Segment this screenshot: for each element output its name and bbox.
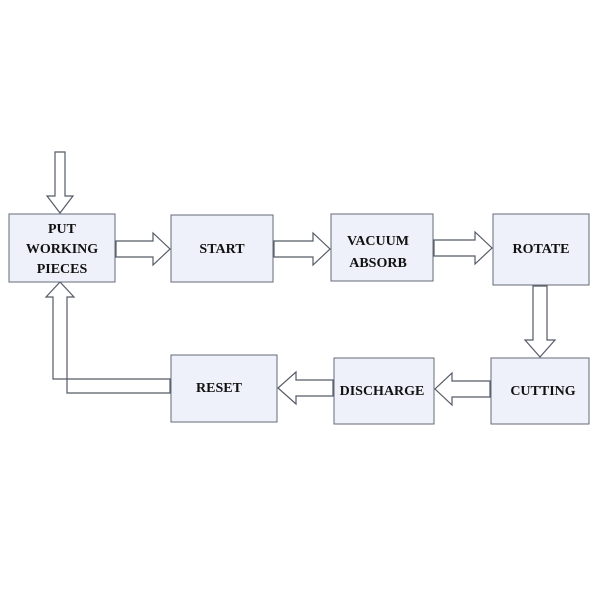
step-put-working-pieces: PUT WORKING PIECES bbox=[8, 213, 116, 283]
step-rotate: ROTATE bbox=[492, 213, 590, 286]
step-start: START bbox=[170, 214, 274, 283]
arrow-rotate-to-cutting bbox=[523, 285, 557, 358]
arrow-cutting-to-discharge bbox=[434, 371, 491, 407]
step-rotate-label: ROTATE bbox=[512, 242, 569, 257]
arrow-reset-to-put bbox=[44, 281, 171, 394]
step-vacuum-label-line1: VACUUM bbox=[347, 234, 409, 249]
step-vacuum-label-line2: ABSORB bbox=[349, 256, 407, 271]
arrow-put-to-start bbox=[115, 231, 171, 267]
arrow-discharge-to-reset bbox=[277, 370, 334, 406]
step-reset: RESET bbox=[170, 354, 278, 423]
step-discharge: DISCHARGE bbox=[333, 357, 435, 425]
step-vacuum-absorb: VACUUM ABSORB bbox=[330, 213, 434, 282]
step-cutting: CUTTING bbox=[490, 357, 590, 425]
step-put-label-line2: WORKING bbox=[26, 242, 98, 257]
step-discharge-label: DISCHARGE bbox=[340, 384, 425, 399]
arrow-input-to-put bbox=[45, 151, 75, 214]
step-put-label-line3: PIECES bbox=[37, 262, 88, 277]
step-put-label-line1: PUT bbox=[48, 222, 77, 237]
step-start-label: START bbox=[199, 242, 245, 257]
arrows bbox=[44, 151, 557, 407]
arrow-start-to-vacuum bbox=[273, 231, 331, 267]
step-cutting-label: CUTTING bbox=[510, 384, 575, 399]
step-reset-label: RESET bbox=[196, 381, 243, 396]
arrow-vacuum-to-rotate bbox=[433, 230, 493, 266]
